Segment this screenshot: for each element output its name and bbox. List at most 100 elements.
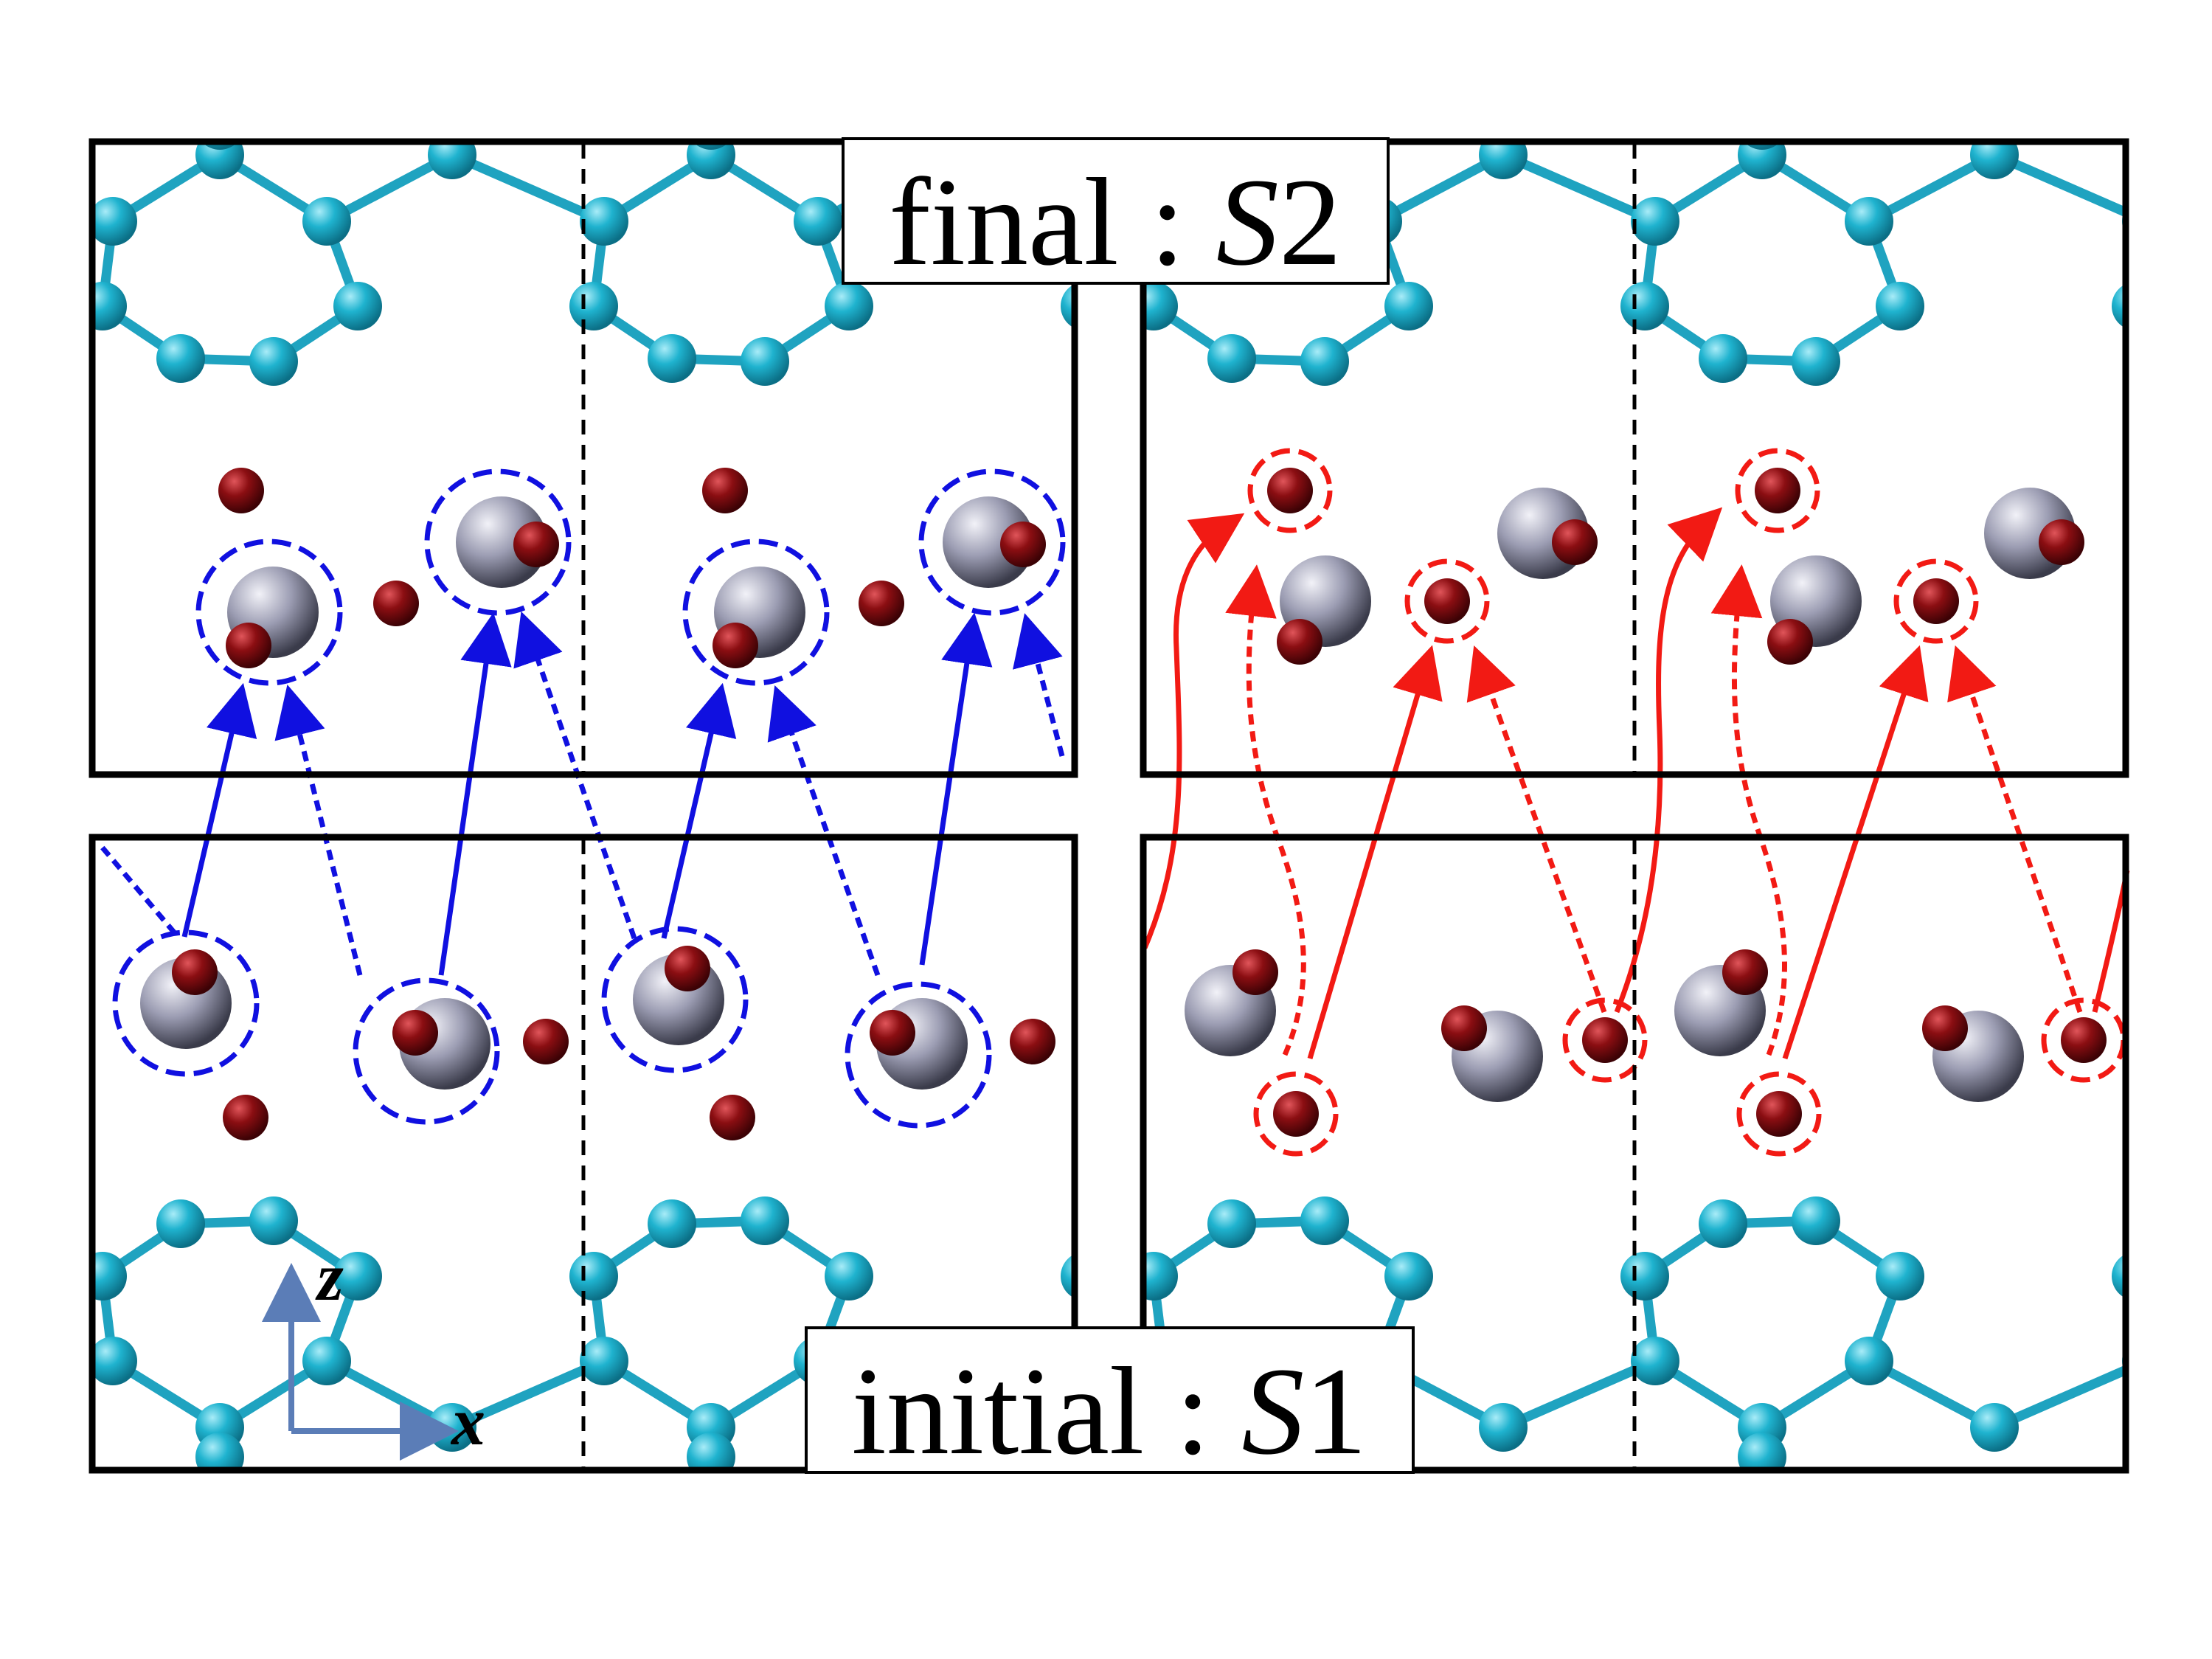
carbon-atom — [92, 197, 137, 246]
oxygen-atom — [1424, 578, 1470, 624]
initial-word: initial — [852, 1342, 1145, 1480]
oxygen-atom — [2039, 519, 2084, 565]
carbon-bond — [450, 150, 606, 226]
carbon-bond — [1501, 1357, 1657, 1432]
panel-frames — [89, 138, 2129, 1474]
oxygen-atom — [1273, 1091, 1319, 1137]
carbon-atom — [249, 1196, 298, 1245]
oxygen-atom — [1767, 619, 1813, 665]
carbon-atom — [1479, 142, 1528, 179]
carbon-atom — [2122, 1348, 2126, 1374]
highlight-ring — [1893, 558, 1979, 644]
highlight-ring — [1253, 1071, 1339, 1157]
initial-state-letter: S — [1241, 1342, 1304, 1480]
blue-dotted-arrow — [1013, 613, 1065, 757]
oxygen-atom — [665, 946, 710, 991]
oxygen-atom — [223, 1095, 268, 1140]
oxygen-atom — [859, 581, 904, 626]
metal-atom — [943, 496, 1034, 588]
carbon-atom — [333, 1252, 382, 1300]
carbon-atom — [755, 1433, 804, 1481]
red-dotted-curved-arrow — [1225, 564, 1306, 1056]
carbon-atom — [1738, 1433, 1786, 1470]
blue-transition-paths — [100, 611, 1065, 977]
carbon-atom — [92, 282, 127, 330]
final-colon: : — [1150, 153, 1185, 291]
carbon-atom — [1876, 1252, 1924, 1300]
highlight-ring — [1404, 558, 1490, 644]
highlight-ring — [845, 981, 992, 1129]
oxygen-atom — [1277, 619, 1322, 665]
carbon-atom — [428, 142, 476, 179]
oxygen-atom — [1755, 468, 1800, 513]
highlight-ring — [682, 538, 830, 686]
oxygen-atom — [1552, 519, 1598, 565]
carbon-atom — [1061, 284, 1075, 328]
carbon-bond — [2136, 1224, 2212, 1276]
red-solid-curved-arrow — [2092, 870, 2130, 1013]
oxygen-atom — [172, 949, 218, 995]
x-axis-label: x — [450, 1384, 485, 1459]
highlight-ring — [195, 538, 343, 686]
oxygen-atom — [710, 1095, 755, 1140]
carbon-atom — [687, 142, 735, 179]
carbon-atom — [1792, 337, 1840, 386]
blue-solid-arrow — [919, 612, 993, 966]
carbon-atom — [755, 1403, 804, 1452]
carbon-atom — [638, 1252, 687, 1300]
carbon-atom — [1970, 1403, 2019, 1452]
carbon-atom — [156, 1199, 205, 1248]
oxygen-atom — [1441, 1005, 1487, 1051]
carbon-bond — [2136, 221, 2146, 306]
carbon-atom — [1207, 1199, 1256, 1248]
carbon-atom — [794, 197, 842, 246]
highlight-ring — [1736, 1071, 1822, 1157]
blue-dotted-arrow — [767, 685, 881, 977]
oxygen-atom — [1922, 1005, 1968, 1051]
final-word: final — [889, 153, 1119, 291]
red-transition-paths — [1142, 507, 2130, 1060]
blue-dotted-stub — [100, 845, 177, 935]
highlight-ring — [1562, 997, 1648, 1083]
highlight-rings — [112, 448, 2126, 1157]
carbon-atom — [1143, 282, 1178, 330]
blue-solid-arrow — [661, 682, 737, 939]
carbon-atom — [1699, 1199, 1747, 1248]
carbon-atom — [1207, 334, 1256, 383]
final-state-label: final : S2 — [842, 137, 1390, 291]
carbon-atom — [648, 1199, 696, 1248]
panel-top-left — [89, 138, 1078, 778]
blue-dotted-arrow — [513, 611, 637, 940]
axes-indicator — [262, 1263, 459, 1461]
carbon-atom — [1384, 282, 1433, 330]
oxygen-atom — [713, 623, 758, 668]
red-dotted-curved-arrow — [1710, 564, 1787, 1056]
carbon-atom — [648, 197, 697, 246]
carbon-bond — [450, 1357, 606, 1432]
carbon-bond — [662, 1276, 673, 1361]
carbon-atom — [333, 282, 382, 330]
oxygen-atom — [870, 1010, 915, 1056]
highlight-ring — [112, 929, 260, 1077]
carbon-bond — [2146, 155, 2212, 221]
carbon-atom — [648, 1337, 697, 1385]
carbon-bond — [662, 221, 673, 306]
initial-state-label: initial : S1 — [805, 1326, 1415, 1480]
initial-state-number: 1 — [1304, 1342, 1367, 1480]
carbon-atom — [741, 1196, 789, 1245]
carbon-atom — [809, 337, 858, 386]
carbon-layer-top-left — [92, 142, 1075, 386]
carbon-atom — [195, 142, 244, 179]
final-state-number: 2 — [1279, 153, 1342, 291]
red-dotted-arrow — [1466, 645, 1607, 1014]
carbon-atom — [825, 1252, 873, 1300]
metal-atom — [456, 496, 547, 588]
carbon-atom — [569, 1252, 618, 1300]
carbon-atom — [1876, 282, 1924, 330]
oxygen-atom — [218, 468, 264, 513]
highlight-ring — [601, 926, 749, 1073]
svg-text:final : S2: final : S2 — [889, 153, 1342, 291]
carbon-atom — [755, 131, 804, 179]
red-solid-arrow — [1782, 645, 1929, 1060]
carbon-atom — [1631, 1337, 1679, 1385]
